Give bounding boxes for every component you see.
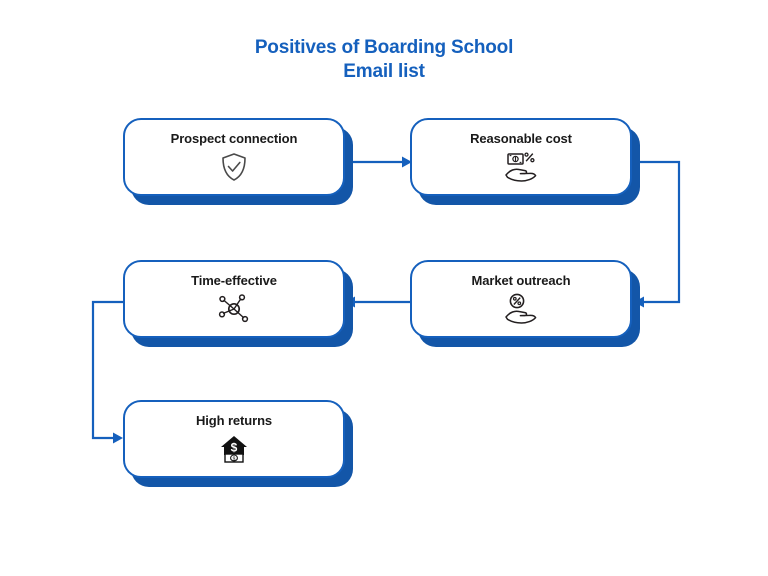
title-line-2: Email list	[343, 61, 425, 82]
hand-banknote-percent-icon	[504, 151, 538, 183]
page-title: Positives of Boarding School Email list	[0, 36, 768, 84]
node-label: High returns	[195, 413, 273, 428]
node-label: Market outreach	[471, 273, 571, 288]
network-nodes-icon	[217, 293, 251, 325]
arrowhead-right-icon	[402, 156, 412, 168]
connector-market-to-time	[345, 288, 415, 318]
svg-text:$: $	[233, 457, 236, 463]
connector-reasonable-to-market	[632, 150, 694, 320]
hand-percent-circle-icon	[504, 293, 538, 325]
flow-node-reasonable-cost[interactable]: Reasonable cost	[410, 118, 640, 205]
flow-node-prospect-connection[interactable]: Prospect connection	[123, 118, 353, 205]
node-label: Reasonable cost	[470, 131, 572, 146]
connector-prospect-to-reasonable	[345, 148, 415, 178]
card-surface[interactable]: Market outreach	[410, 260, 632, 338]
card-surface[interactable]: Prospect connection	[123, 118, 345, 196]
flow-node-high-returns[interactable]: High returns $ $	[123, 400, 353, 487]
shield-check-icon	[217, 151, 251, 183]
card-surface[interactable]: Time-effective	[123, 260, 345, 338]
node-label: Time-effective	[191, 273, 277, 288]
card-surface[interactable]: Reasonable cost	[410, 118, 632, 196]
node-label: Prospect connection	[170, 131, 298, 146]
flow-node-time-effective[interactable]: Time-effective	[123, 260, 353, 347]
flow-node-market-outreach[interactable]: Market outreach	[410, 260, 640, 347]
house-dollar-banknote-icon: $ $	[217, 433, 251, 465]
arrowhead-right-icon	[113, 432, 123, 444]
title-line-1: Positives of Boarding School	[254, 37, 514, 58]
card-surface[interactable]: High returns $ $	[123, 400, 345, 478]
svg-text:$: $	[231, 441, 238, 455]
connector-time-to-returns	[90, 290, 136, 455]
